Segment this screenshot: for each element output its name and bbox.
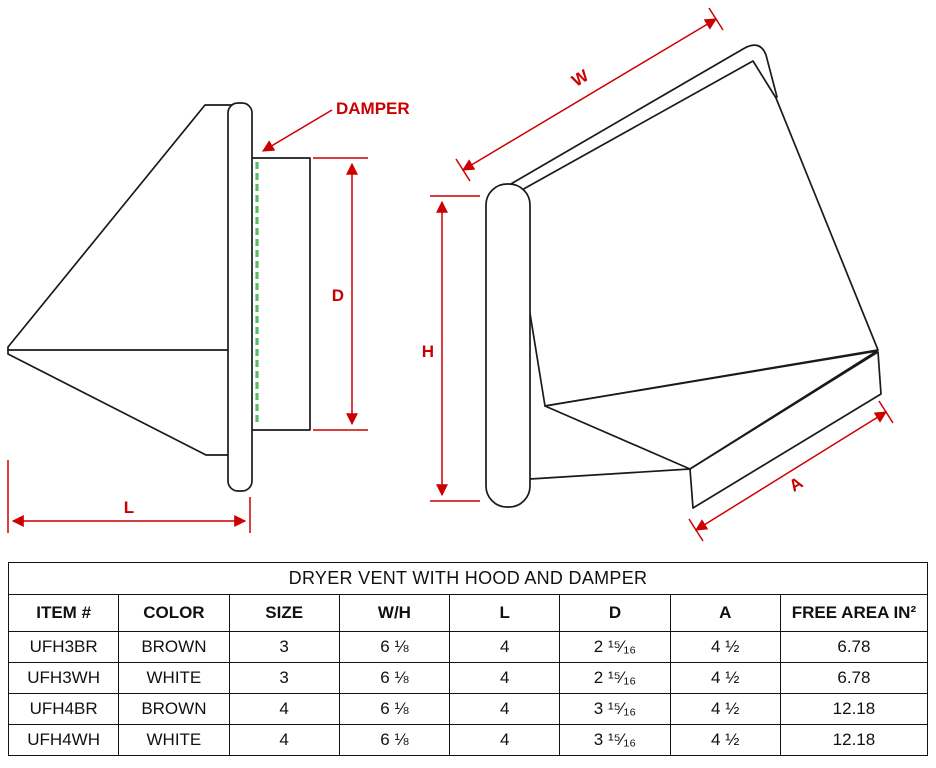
l-dimension-label: L [124, 498, 134, 517]
column-header: W/H [338, 594, 451, 632]
table-cell: 4 [449, 662, 561, 694]
damper-leader-line [261, 109, 333, 152]
table-cell: UFH4WH [7, 724, 120, 756]
iso-bottom-left-edge [529, 468, 691, 480]
a-dimension-line [694, 411, 888, 531]
table-title: DRYER VENT WITH HOOD AND DAMPER [8, 562, 928, 595]
table-cell: BROWN [118, 693, 230, 725]
table-cell: 2 ¹⁵⁄₁₆ [559, 662, 671, 694]
table-cell: WHITE [118, 662, 230, 694]
table-cell: 2 ¹⁵⁄₁₆ [559, 631, 671, 663]
w-dimension-label: W [568, 66, 592, 91]
table-cell: UFH4BR [7, 693, 120, 725]
side-mounting-plate [227, 102, 253, 492]
w-dimension-line [461, 18, 718, 171]
iso-plate-top-edge [496, 44, 778, 193]
column-header: FREE AREA IN² [779, 594, 929, 632]
a-dimension-label: A [786, 473, 806, 496]
drawings-svg: DAMPER D L W H [7, 7, 894, 542]
table-cell: 4 ½ [669, 724, 781, 756]
table-cell: 6 ⅛ [338, 662, 451, 694]
table-cell: 3 [228, 662, 340, 694]
iso-roof-panel [510, 60, 879, 407]
column-header: SIZE [228, 594, 340, 632]
column-header: D [559, 594, 671, 632]
spec-table: DRYER VENT WITH HOOD AND DAMPER ITEM #CO… [7, 562, 929, 756]
column-header: L [449, 594, 561, 632]
table-cell: 6.78 [779, 631, 929, 663]
table-cell: UFH3WH [7, 662, 120, 694]
side-view: DAMPER D L [7, 99, 410, 533]
table-cell: 6 ⅛ [338, 693, 451, 725]
table-cell: 4 [449, 693, 561, 725]
table-cell: 3 ¹⁵⁄₁₆ [559, 724, 671, 756]
table-cell: WHITE [118, 724, 230, 756]
table-cell: 3 ¹⁵⁄₁₆ [559, 693, 671, 725]
d-dimension-label: D [332, 286, 344, 305]
table-cell: 6 ⅛ [338, 631, 451, 663]
table-cell: 4 [449, 724, 561, 756]
isometric-view: W H A [422, 7, 894, 542]
damper-label: DAMPER [336, 99, 410, 118]
column-header: A [669, 594, 781, 632]
table-cell: 3 [228, 631, 340, 663]
column-header: COLOR [118, 594, 230, 632]
technical-drawing-area: DAMPER D L W H [7, 7, 894, 542]
spec-table-wrap: DRYER VENT WITH HOOD AND DAMPER ITEM #CO… [0, 556, 936, 756]
table-cell: 4 [228, 693, 340, 725]
table-title-row: DRYER VENT WITH HOOD AND DAMPER [8, 562, 928, 595]
side-hood-body [7, 104, 241, 456]
table-cell: 12.18 [779, 724, 929, 756]
column-header: ITEM # [7, 594, 120, 632]
iso-left-flange [485, 183, 531, 508]
table-cell: UFH3BR [7, 631, 120, 663]
table-cell: BROWN [118, 631, 230, 663]
table-cell: 6.78 [779, 662, 929, 694]
h-dimension-label: H [422, 342, 434, 361]
table-cell: 4 [228, 724, 340, 756]
table-cell: 4 ½ [669, 693, 781, 725]
table-cell: 6 ⅛ [338, 724, 451, 756]
table-cell: 4 ½ [669, 662, 781, 694]
table-cell: 4 [449, 631, 561, 663]
table-cell: 12.18 [779, 693, 929, 725]
table-cell: 4 ½ [669, 631, 781, 663]
